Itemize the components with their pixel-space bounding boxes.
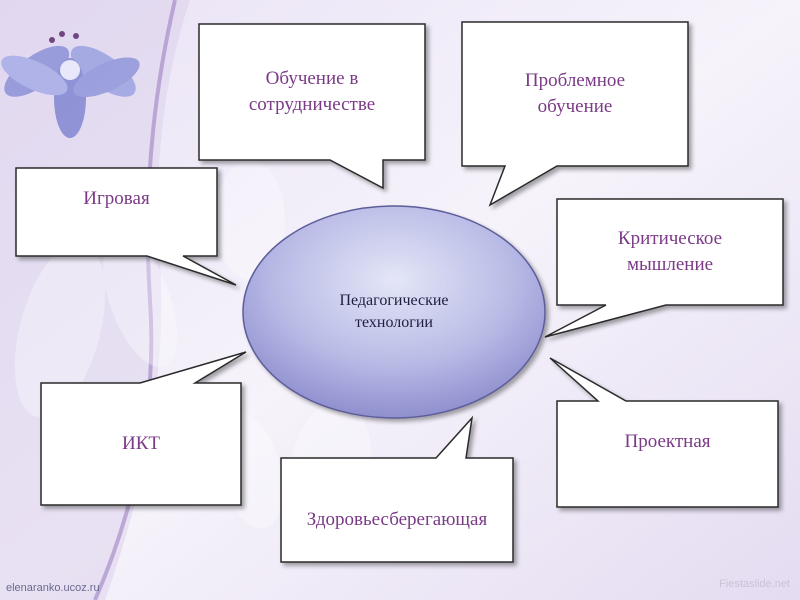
node-health-label: Здоровьесберегающая (306, 509, 488, 530)
footer-source-text: elenaranko.ucoz.ru (6, 582, 100, 594)
node-game-label: Игровая (83, 188, 150, 209)
callout-project (549, 357, 779, 508)
callout-health (280, 415, 514, 563)
node-ict-label: ИКТ (122, 433, 160, 454)
callout-game (15, 167, 237, 286)
node-cooperation-label: Обучение в сотрудничестве (248, 68, 376, 115)
callout-critical (544, 198, 784, 338)
footer-watermark: Fiestaslide.net (719, 578, 790, 590)
center-ellipse (242, 205, 546, 419)
node-problem-label: Проблемное обучение (524, 70, 626, 117)
center-title: Педагогические технологии (339, 292, 449, 331)
callout-ict (40, 351, 247, 506)
callout-cooperation (198, 23, 426, 190)
callout-problem (461, 21, 689, 207)
node-critical-label: Критическое мышление (617, 228, 723, 275)
node-project-label: Проектная (624, 431, 711, 452)
